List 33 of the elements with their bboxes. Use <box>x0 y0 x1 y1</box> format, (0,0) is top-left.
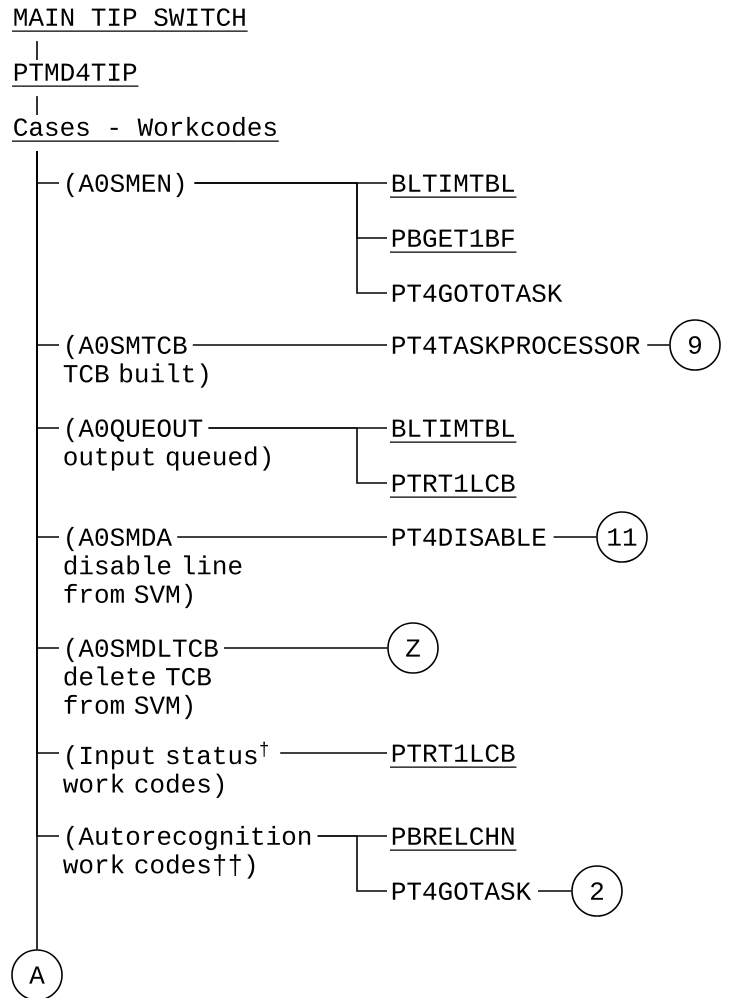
connector-line <box>538 890 572 892</box>
connector-line <box>318 835 387 892</box>
module-label: PT4GOTOTASK <box>392 284 562 302</box>
connector-line <box>192 344 387 346</box>
underlined-label: MAIN TIP SWITCH <box>12 8 248 32</box>
connector-line <box>36 41 38 60</box>
module-label: (A0SMDA disable line from SVM) <box>64 526 242 608</box>
connector-line <box>224 647 388 649</box>
module-label: (A0QUEOUT output queued) <box>64 418 270 471</box>
connector-line <box>554 536 596 538</box>
module-label: (Autorecognition work codes††) <box>63 826 310 879</box>
module-label: (A0SMTCB TCB built) <box>64 334 208 388</box>
underlined-label: PBRELCHN <box>390 827 516 851</box>
module-label: PT4TASKPROCESSOR <box>392 336 640 354</box>
connector-line <box>36 151 38 950</box>
underlined-label: PBGET1BF <box>390 229 516 253</box>
connector-line <box>280 752 387 754</box>
module-label: (A0SMDLTCB delete TCB from SVM) <box>64 638 218 720</box>
module-label: PT4DISABLE <box>392 528 546 546</box>
module-label: (Input status$^{†}$ work codes) <box>63 742 268 798</box>
connector-line <box>208 427 387 484</box>
underlined-label: BLTIMTBL <box>390 420 516 443</box>
underlined-label: PTMD4TIP <box>12 64 138 87</box>
connector-line <box>647 344 670 346</box>
underlined-label: Cases - Workcodes <box>12 116 279 142</box>
connector-line <box>194 182 387 294</box>
connector-line <box>36 96 38 115</box>
underlined-label: BLTIMTBL <box>390 174 516 198</box>
module-label: PT4GOTASK <box>392 882 532 900</box>
underlined-label: PTRT1LCB <box>390 744 516 768</box>
module-label: (A0SMEN) <box>67 172 184 198</box>
underlined-label: PTRT1LCB <box>390 474 516 498</box>
connector-line <box>177 536 387 538</box>
